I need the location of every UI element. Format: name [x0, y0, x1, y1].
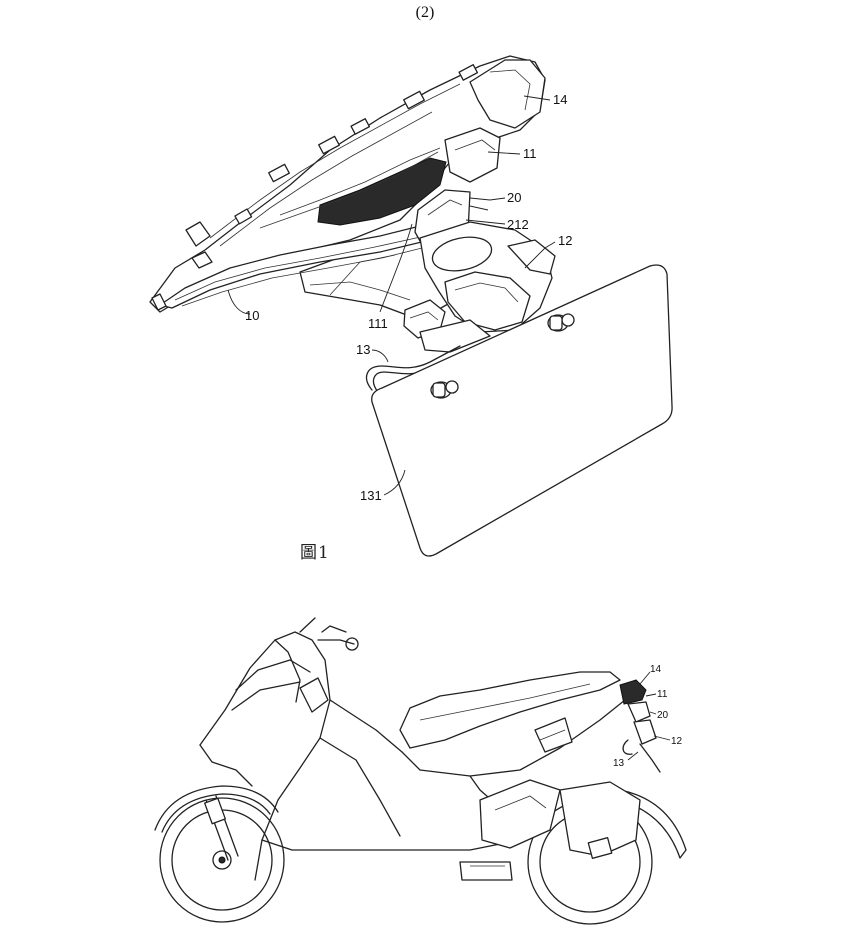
lens-dark-area — [317, 157, 447, 226]
fig1-label-12: 12 — [558, 233, 572, 248]
component-14 — [469, 59, 546, 129]
wire-13 — [365, 345, 461, 391]
fig1-label-13: 13 — [356, 342, 370, 357]
fig2-label-20: 20 — [657, 710, 669, 721]
fig2-label-11: 11 — [657, 689, 668, 700]
page-number: (2) — [415, 4, 435, 21]
plate-bolt-lower — [430, 380, 459, 399]
fig2-label-14: 14 — [650, 664, 662, 675]
seat — [399, 671, 621, 749]
plate-bolt-upper — [547, 313, 575, 332]
fig2-label-13: 13 — [613, 758, 625, 769]
fig1-label-10: 10 — [245, 308, 259, 323]
component-11 — [444, 127, 501, 183]
fig1-label-20: 20 — [507, 190, 521, 205]
figure-1-drawing — [149, 55, 673, 557]
front-wheel — [159, 797, 285, 923]
fig1-label-14: 14 — [553, 92, 567, 107]
fig1-label-212: 212 — [507, 217, 529, 232]
fig1-label-11: 11 — [523, 146, 537, 161]
fig1-label-111: 111 — [368, 316, 388, 331]
figure-1-caption: 圖1 — [300, 543, 330, 563]
license-plate-131 — [371, 264, 673, 557]
fig2-label-12: 12 — [671, 736, 683, 747]
figure-2-scooter — [154, 617, 687, 925]
fig1-label-131: 131 — [360, 488, 382, 503]
